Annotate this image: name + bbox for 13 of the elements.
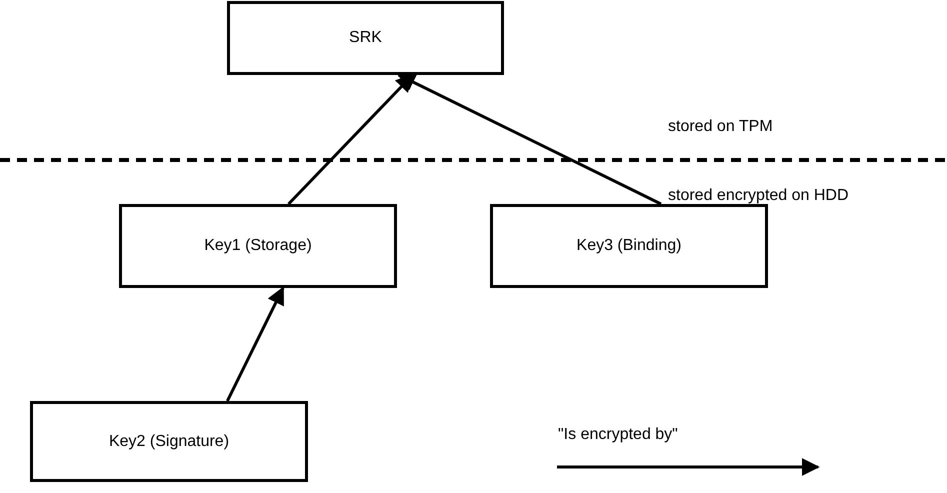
key-box xyxy=(30,401,308,482)
key-box xyxy=(119,204,397,288)
key-name: SRK xyxy=(349,29,382,47)
key-name: Key3 (Binding) xyxy=(576,237,682,255)
legend-text: "Is encrypted by" xyxy=(558,426,678,444)
arrow xyxy=(397,74,662,206)
arrow xyxy=(226,286,284,402)
key-box xyxy=(490,204,768,288)
storage-note: stored on TPM xyxy=(668,118,773,136)
storage-note: stored encrypted on HDD xyxy=(668,187,849,205)
key-name: Key2 (Signature) xyxy=(108,432,230,450)
key-box xyxy=(227,1,504,75)
key-name: Key1 (Storage) xyxy=(204,237,312,255)
